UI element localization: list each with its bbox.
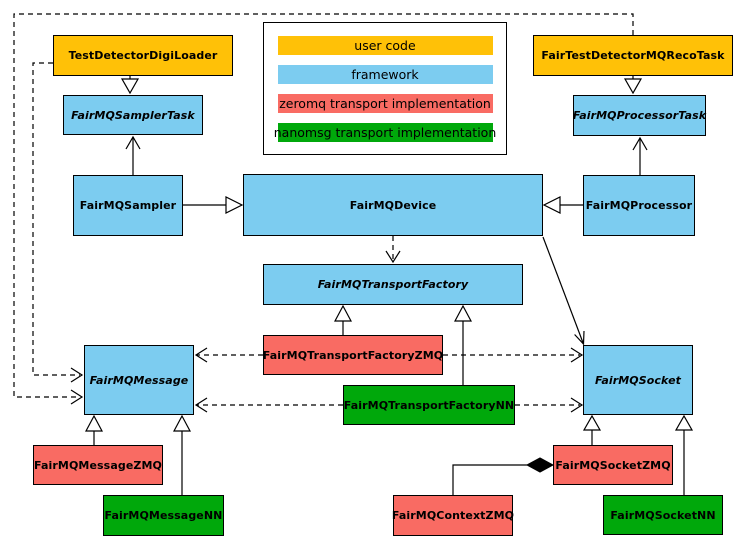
edge-dependency-fairmqtransportfactorynn-fairmqsocket <box>515 397 584 413</box>
node-fairmqmessagenn: FairMQMessageNN <box>103 495 224 536</box>
edge-inheritance-fairmqsampler-fairmqdevice <box>183 196 244 214</box>
edge-inheritance-fairmqmessagezmq-fairmqmessage <box>85 414 103 445</box>
edge-association-fairmqsampler-fairmqsamplertask <box>125 135 141 175</box>
node-fairmqprocessortask: FairMQProcessorTask <box>573 95 706 136</box>
edge-inheritance-fairtestdetectormqrecotask-fairmqprocessortask <box>623 76 643 95</box>
node-fairmqsocket: FairMQSocket <box>583 345 693 415</box>
node-testdetectordigiloader: TestDetectorDigiLoader <box>53 35 233 76</box>
node-fairmqsamplertask: FairMQSamplerTask <box>63 95 203 135</box>
edge-dependency-fairmqdevice-fairmqtransportfactory <box>385 236 401 264</box>
edge-inheritance-fairmqtransportfactorynn-fairmqtransportfactory <box>454 304 472 385</box>
edge-inheritance-fairmqprocessor-fairmqdevice <box>542 196 583 214</box>
node-fairtestdetectormqrecotask: FairTestDetectorMQRecoTask <box>533 35 733 76</box>
node-fairmqsampler: FairMQSampler <box>73 175 183 236</box>
edge-composition-fairmqsocketzmq-fairmqcontextzmq <box>452 457 555 495</box>
legend-item-user-code: user code <box>277 36 493 55</box>
edge-dependency-fairmqtransportfactorynn-fairmqmessage <box>194 397 343 413</box>
edge-association-fairmqprocessor-fairmqprocessortask <box>632 136 648 175</box>
node-fairmqsocketzmq: FairMQSocketZMQ <box>553 445 673 485</box>
node-fairmqcontextzmq: FairMQContextZMQ <box>392 495 514 536</box>
edge-association-fairmqdevice-fairmqsocket <box>542 236 585 346</box>
edge-inheritance-fairmqsocketzmq-fairmqsocket <box>582 414 602 445</box>
legend: user code framework zeromq transport imp… <box>263 22 507 155</box>
legend-item-framework: framework <box>277 65 493 84</box>
edge-dependency-fairmqtransportfactoryzmq-fairmqmessage <box>194 347 263 363</box>
node-fairmqprocessor: FairMQProcessor <box>583 175 695 236</box>
node-fairmqmessage: FairMQMessage <box>84 345 194 415</box>
node-fairmqsocketnn: FairMQSocketNN <box>603 495 723 535</box>
node-fairmqdevice: FairMQDevice <box>243 174 543 236</box>
edge-inheritance-testdetectordigiloader-fairmqsamplertask <box>120 76 140 95</box>
edge-inheritance-fairmqmessagenn-fairmqmessage <box>173 414 191 495</box>
edge-inheritance-fairmqsocketnn-fairmqsocket <box>674 414 694 495</box>
edge-inheritance-fairmqtransportfactoryzmq-fairmqtransportfactory <box>334 304 352 335</box>
node-fairmqtransportfactoryzmq: FairMQTransportFactoryZMQ <box>263 335 443 375</box>
node-fairmqtransportfactory: FairMQTransportFactory <box>263 264 523 305</box>
node-fairmqtransportfactorynn: FairMQTransportFactoryNN <box>343 385 515 425</box>
legend-item-nanomsg-impl: nanomsg transport implementation <box>273 123 497 142</box>
legend-item-zeromq-impl: zeromq transport implementation <box>277 94 493 113</box>
edge-dependency-fairmqtransportfactoryzmq-fairmqsocket <box>443 347 584 363</box>
node-fairmqmessagezmq: FairMQMessageZMQ <box>33 445 163 485</box>
